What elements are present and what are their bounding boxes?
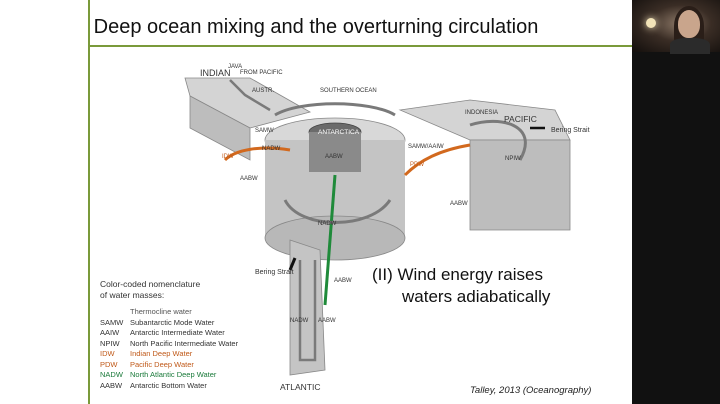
- slide-accent-bar: [88, 0, 90, 404]
- legend-row: AABW Antarctic Bottom Water: [100, 381, 238, 392]
- label-bering-left: Bering Strait: [255, 269, 294, 276]
- antarctica-column: [309, 132, 361, 172]
- legend-name: Pacific Deep Water: [130, 359, 194, 369]
- legend-row: PDW Pacific Deep Water: [100, 360, 238, 371]
- presenter-body: [670, 38, 710, 54]
- label-southern-ocean: SOUTHERN OCEAN: [320, 88, 377, 94]
- legend-row: AAIW Antarctic Intermediate Water: [100, 328, 238, 339]
- label-npiw: NPIW: [505, 156, 521, 162]
- samw-loop: [274, 102, 396, 117]
- legend-name: Antarctic Bottom Water: [130, 380, 207, 390]
- legend-name: Indian Deep Water: [130, 349, 193, 358]
- label-java: JAVA: [228, 64, 242, 70]
- legend-abbr: PDW: [100, 359, 118, 369]
- legend-header-line2: of water masses:: [100, 290, 165, 300]
- label-samw-aaiw: SAMW/AAIW: [408, 144, 444, 150]
- ocean-circulation-diagram: INDIAN JAVA FROM PACIFIC AUSTR. SOUTHERN…: [184, 64, 590, 392]
- callout-line-2: waters adiabatically: [402, 287, 551, 306]
- legend-abbr: NPIW: [100, 338, 120, 348]
- pacific-loop: [469, 119, 527, 161]
- idw-arrow: [223, 146, 291, 162]
- label-aabw-atl: AABW: [318, 318, 336, 324]
- label-bering-right: Bering Strait: [551, 127, 590, 134]
- legend-abbr: IDW: [100, 349, 115, 358]
- legend-abbr: AABW: [100, 380, 123, 390]
- figure-credit: Talley, 2013 (Oceanography): [470, 385, 592, 396]
- legend-name: Thermocline water: [130, 307, 192, 316]
- bering-arrow-left: [288, 257, 297, 271]
- presenter-face: [678, 10, 700, 38]
- legend-header: Color-coded nomenclature of water masses…: [100, 279, 238, 301]
- indian-basin-front: [189, 95, 251, 161]
- legend-name: North Pacific Intermediate Water: [130, 338, 239, 348]
- legend-abbr: [100, 307, 130, 318]
- label-pacific: PACIFIC: [504, 114, 537, 124]
- legend-abbr: SAMW: [100, 317, 124, 327]
- legend-row: NPIW North Pacific Intermediate Water: [100, 339, 238, 350]
- pacific-basin-front: [469, 139, 571, 231]
- label-aabw-right: AABW: [450, 201, 468, 207]
- webcam-thumbnail: [632, 0, 720, 54]
- label-atlantic: ATLANTIC: [280, 382, 320, 392]
- label-nadw-atl: NADW: [290, 318, 309, 324]
- slide: Deep ocean mixing and the overturning ci…: [0, 0, 632, 404]
- lamp-light: [646, 18, 656, 28]
- label-indian: INDIAN: [200, 68, 231, 78]
- label-indonesia: INDONESIA: [465, 110, 498, 116]
- indian-inflow: [229, 79, 271, 112]
- legend-name: Antarctic Intermediate Water: [130, 328, 225, 337]
- label-from-pacific: FROM PACIFIC: [240, 70, 283, 76]
- label-antarctica: ANTARCTICA: [318, 129, 360, 136]
- nadw-arrow: [323, 174, 337, 306]
- pacific-basin: [398, 99, 571, 141]
- label-nadw-left: NADW: [262, 146, 281, 152]
- legend-row: Thermocline water: [100, 307, 238, 318]
- pdw-arrow: [403, 143, 471, 177]
- legend-abbr: AAIW: [100, 328, 120, 337]
- atlantic-loop: [298, 260, 317, 362]
- callout-text: (II) Wind energy raises waters adiabatic…: [372, 264, 550, 308]
- legend-row: NADW North Atlantic Deep Water: [100, 370, 238, 381]
- label-aabw-left: AABW: [240, 176, 258, 182]
- label-nadw-center: NADW: [318, 221, 337, 227]
- legend-name: North Atlantic Deep Water: [130, 370, 217, 379]
- legend-name: Subantarctic Mode Water: [130, 317, 215, 327]
- indian-basin: [184, 77, 312, 129]
- legend-header-line1: Color-coded nomenclature: [100, 279, 201, 289]
- label-pdw: PDW: [410, 162, 424, 168]
- legend-row: IDW Indian Deep Water: [100, 349, 238, 360]
- aabw-loop: [283, 199, 392, 224]
- label-aabw-center: AABW: [334, 278, 352, 284]
- slide-title: Deep ocean mixing and the overturning ci…: [93, 16, 539, 38]
- callout-line-1: (II) Wind energy raises: [372, 265, 543, 284]
- legend-row: SAMW Subantarctic Mode Water: [100, 318, 238, 329]
- label-idw: IDW: [222, 154, 234, 160]
- water-mass-legend: Color-coded nomenclature of water masses…: [100, 279, 238, 391]
- title-rule: [88, 45, 632, 47]
- label-samw-left: SAMW: [255, 128, 274, 134]
- label-austr: AUSTR.: [252, 88, 274, 94]
- legend-abbr: NADW: [100, 370, 123, 379]
- label-aabw-top: AABW: [325, 154, 343, 160]
